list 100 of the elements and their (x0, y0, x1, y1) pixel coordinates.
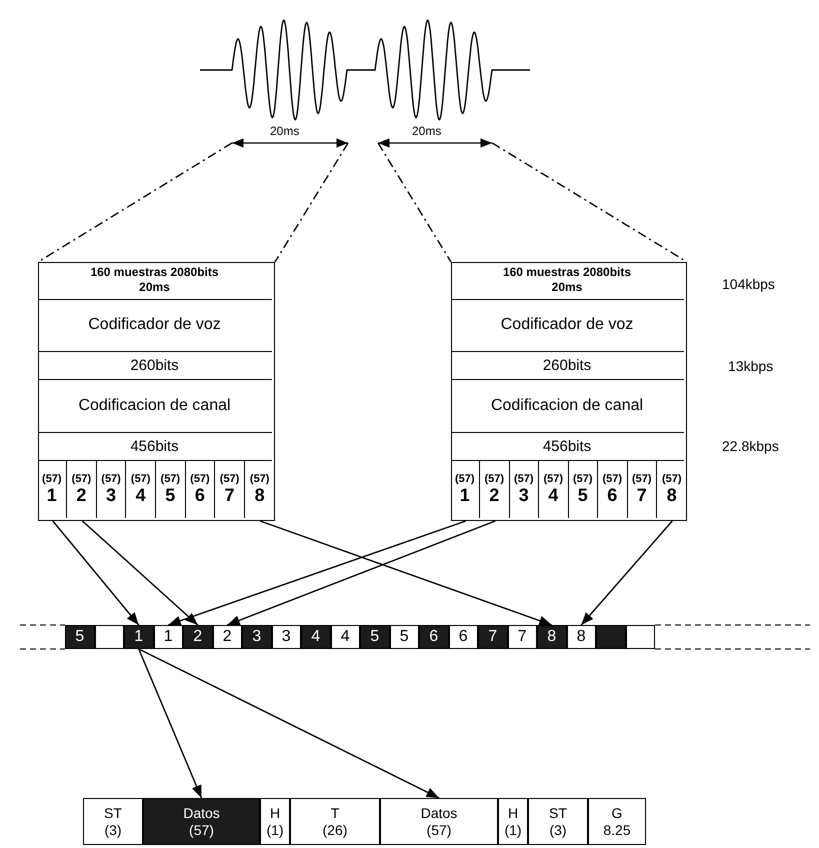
block-number: 5 (400, 628, 409, 646)
burst-cell (154, 625, 183, 649)
block-number: 8 (254, 484, 265, 506)
bit-rate-label: 13kbps (728, 358, 774, 374)
speech-coding-block (451, 262, 687, 521)
bit-count: (57) (72, 472, 92, 484)
block-number: 1 (460, 484, 470, 506)
arrow (138, 648, 440, 799)
stage-label: Codificador de voz (88, 316, 221, 334)
bit-count: (57) (632, 472, 652, 484)
field-name: T (330, 804, 340, 822)
burst-cell (94, 625, 124, 649)
burst-field-cell (143, 798, 260, 845)
block-number: 8 (576, 628, 586, 646)
block-number: 1 (164, 628, 173, 646)
arrow (138, 648, 202, 798)
block-number: 4 (311, 628, 320, 646)
speech-coding-block (38, 262, 275, 521)
block-number: 4 (136, 484, 146, 506)
burst-cell (419, 625, 448, 649)
block-number: 2 (76, 484, 86, 506)
field-length: (1) (504, 822, 522, 838)
block-number: 8 (666, 484, 677, 506)
burst-cell (508, 625, 537, 649)
block-number: 2 (193, 628, 202, 646)
burst-cell (242, 625, 272, 649)
burst-field-cell (83, 798, 143, 845)
block-number: 1 (46, 484, 57, 506)
field-length: (26) (322, 822, 348, 838)
field-length: (1) (266, 822, 284, 838)
block-number: 5 (370, 628, 380, 646)
field-length: (3) (549, 822, 567, 838)
block-number: 5 (578, 484, 588, 506)
arrow (82, 520, 198, 626)
burst-cell (566, 625, 596, 649)
row-label: 160 muestras 2080bits 20ms (502, 265, 632, 295)
burst-cell (301, 625, 330, 649)
field-name: ST (104, 804, 122, 822)
block-number: 6 (194, 484, 205, 506)
burst-field-cell (528, 798, 588, 845)
stage-label: Codificacion de canal (78, 396, 231, 414)
stage-label: Codificador de voz (500, 316, 634, 334)
row-label: 456bits (542, 438, 592, 454)
block-number: 4 (548, 484, 558, 506)
burst-cell (596, 625, 626, 649)
burst-cell (626, 625, 655, 649)
bit-count: (57) (662, 472, 682, 484)
burst-cell (448, 625, 478, 649)
block-number: 7 (224, 484, 235, 506)
duration-label: 20ms (412, 124, 442, 138)
block-number: 8 (547, 628, 556, 646)
row-label: 160 muestras 2080bits 20ms (89, 265, 220, 295)
field-name: G (612, 804, 622, 822)
burst-cell (212, 625, 242, 649)
burst-cell (183, 625, 212, 649)
burst-cell (360, 625, 390, 649)
projection-line (377, 142, 452, 262)
block-number: 6 (607, 484, 618, 506)
block-number: 1 (134, 628, 144, 646)
bit-count: (57) (250, 472, 270, 484)
bit-count: (57) (572, 472, 593, 484)
burst-field-cell (260, 798, 290, 845)
block-number: 5 (75, 628, 84, 646)
field-name: H (270, 804, 280, 822)
field-name: H (508, 804, 518, 822)
burst-field-cell (498, 798, 528, 845)
block-number: 7 (518, 628, 527, 646)
bit-count: (57) (514, 472, 534, 484)
block-number: 2 (489, 484, 500, 506)
burst-field-cell (588, 798, 646, 845)
field-length: (57) (189, 822, 214, 838)
arrow (260, 520, 552, 626)
duration-label: 20ms (270, 124, 300, 138)
bit-count: (57) (130, 472, 150, 484)
block-number: 6 (429, 628, 438, 646)
bit-count: (57) (484, 472, 504, 484)
row-label: 456bits (129, 438, 180, 454)
burst-cell (390, 625, 419, 649)
burst-field-cell (290, 798, 380, 845)
block-number: 4 (340, 628, 350, 646)
block-number: 6 (458, 628, 468, 646)
field-name: Datos (183, 804, 220, 822)
burst-cell (272, 625, 301, 649)
bit-count: (57) (42, 472, 62, 484)
block-number: 2 (222, 628, 232, 646)
row-label: 260bits (542, 358, 592, 372)
field-name: ST (549, 804, 567, 822)
bit-rate-label: 22.8kbps (722, 438, 779, 454)
bit-count: (57) (454, 472, 475, 484)
burst-field-cell (380, 798, 498, 845)
block-number: 3 (518, 484, 529, 506)
field-name: Datos (420, 804, 458, 822)
burst-cell (124, 625, 154, 649)
block-number: 3 (106, 484, 116, 506)
block-number: 3 (282, 628, 291, 646)
burst-cell (65, 625, 94, 649)
stage-label: Codificacion de canal (490, 396, 644, 414)
block-number: 7 (636, 484, 647, 506)
block-number: 7 (488, 628, 498, 646)
block-number: 5 (165, 484, 176, 506)
